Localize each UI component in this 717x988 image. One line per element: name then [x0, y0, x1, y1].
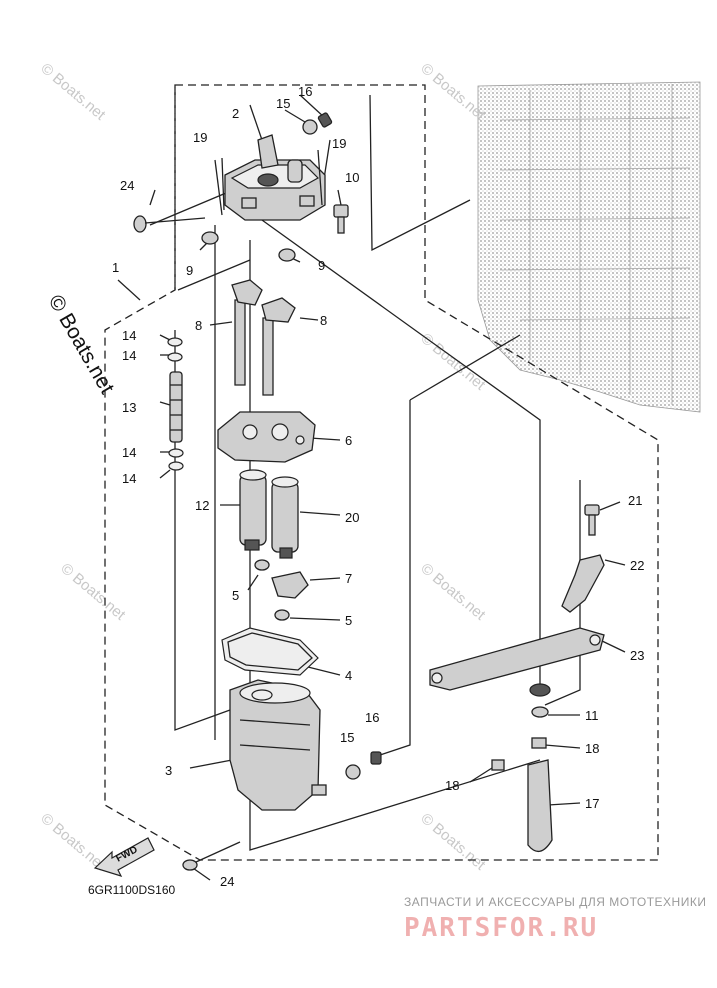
callout-16: 16	[298, 84, 312, 99]
callout-9: 9	[318, 258, 325, 273]
part-3-separator-body	[229, 679, 327, 811]
part-15-16-top-screw	[302, 112, 333, 135]
footer-tagline: ЗАПЧАСТИ И АКСЕССУАРЫ ДЛЯ МОТОТЕХНИКИ	[404, 895, 706, 909]
part-17-hose	[527, 759, 553, 852]
callout-3: 3	[165, 763, 172, 778]
callout-22: 22	[630, 558, 644, 573]
callout-15: 15	[340, 730, 354, 745]
callout-14: 14	[122, 445, 136, 460]
part-21-bolt	[584, 504, 600, 536]
callout-23: 23	[630, 648, 644, 663]
part-10-bolt	[333, 204, 349, 234]
watermark: © Boats.net	[37, 60, 109, 124]
part-24-bolts	[133, 215, 241, 871]
callout-6: 6	[345, 433, 352, 448]
part-22-bracket	[561, 554, 605, 613]
callout-17: 17	[585, 796, 599, 811]
part-4-gasket	[221, 627, 319, 676]
callout-11: 11	[585, 708, 599, 723]
part-18-clamps	[491, 737, 547, 771]
part-15-16-lower-screw	[345, 751, 382, 780]
callout-numbers: 1 2 3 4 5 5 6 7 8 8 9 9 10 11 12 13 14 1…	[112, 84, 644, 889]
callout-18: 18	[445, 778, 459, 793]
watermark-large: © Boats.net	[44, 291, 119, 398]
callout-20: 20	[345, 510, 359, 525]
part-8-hoses	[231, 279, 296, 396]
callout-1: 1	[112, 260, 119, 275]
callout-15: 15	[276, 96, 290, 111]
callout-5: 5	[232, 588, 239, 603]
part-5-rubbers	[254, 559, 290, 621]
callout-19: 19	[193, 130, 207, 145]
callout-5: 5	[345, 613, 352, 628]
watermark: © Boats.net	[417, 810, 489, 874]
part-7-holder	[271, 571, 309, 599]
part-14-o-rings	[167, 337, 184, 471]
callout-19: 19	[332, 136, 346, 151]
callout-10: 10	[345, 170, 359, 185]
footer-brand-logo: PARTSFOR.RU	[404, 913, 598, 943]
callout-21: 21	[628, 493, 642, 508]
part-6-plate	[217, 411, 316, 463]
callout-14: 14	[122, 348, 136, 363]
callout-16: 16	[365, 710, 379, 725]
callout-24: 24	[120, 178, 134, 193]
callout-9: 9	[186, 263, 193, 278]
callout-14: 14	[122, 328, 136, 343]
part-19-bolts	[221, 149, 323, 211]
part-23-gasket	[429, 627, 605, 691]
callout-7: 7	[345, 571, 352, 586]
callout-13: 13	[122, 400, 136, 415]
part-2-top-cover	[224, 134, 326, 221]
callout-4: 4	[345, 668, 352, 683]
diagram-code: 6GR1100DS160	[88, 883, 175, 897]
part-9-grommets	[201, 231, 296, 262]
part-13-filter	[169, 371, 183, 443]
callout-12: 12	[195, 498, 209, 513]
callout-24: 24	[220, 874, 234, 889]
engine-block-background	[477, 81, 701, 413]
assembly-boundary	[104, 84, 659, 861]
callout-8: 8	[320, 313, 327, 328]
callout-8: 8	[195, 318, 202, 333]
part-12-20-fuel-pumps	[239, 469, 299, 559]
watermark: © Boats.net	[417, 560, 489, 624]
watermark: © Boats.net	[57, 560, 129, 624]
callout-14: 14	[122, 471, 136, 486]
footer-branding: ЗАПЧАСТИ И АКСЕССУАРЫ ДЛЯ МОТОТЕХНИКИ PA…	[404, 895, 706, 943]
callout-2: 2	[232, 106, 239, 121]
part-11-grommet	[529, 683, 551, 718]
callout-18: 18	[585, 741, 599, 756]
